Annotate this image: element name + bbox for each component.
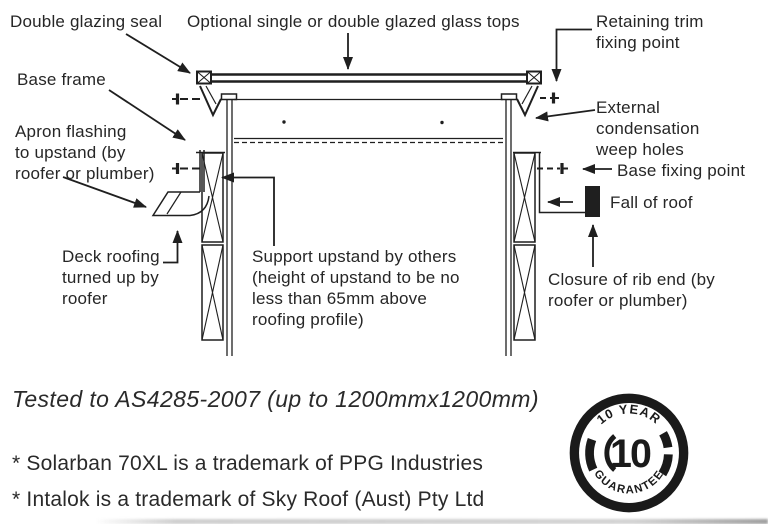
tested-standard-statement: Tested to AS4285-2007 (up to 1200mmx1200…: [12, 386, 539, 412]
guarantee-badge-seal: 10 YEAR GUARANTEE 10: [569, 393, 689, 513]
label-closure-rib-end: Closure of rib end (by roofer or plumber…: [548, 270, 715, 310]
support-upstand-right: [513, 151, 541, 341]
trademark-note-solarban: * Solarban 70XL is a trademark of PPG In…: [12, 452, 484, 475]
base-frame-rails: [234, 98, 503, 144]
diagram-structure: [62, 28, 612, 356]
badge-outer-ring: [569, 393, 689, 513]
label-glass-tops: Optional single or double glazed glass t…: [187, 12, 520, 31]
base-frame-right-leg: [500, 93, 518, 356]
retaining-trim-left: [199, 85, 222, 118]
support-upstand-left: [196, 151, 225, 341]
rib-end-closure: [538, 152, 600, 217]
label-base-fixing-point: Base fixing point: [617, 161, 746, 180]
label-base-frame: Base frame: [17, 70, 106, 89]
label-fall-of-roof: Fall of roof: [610, 193, 693, 212]
cropped-content-strip: [95, 519, 768, 524]
label-apron-flashing: Apron flashing to upstand (by roofer or …: [15, 122, 155, 183]
glass-panel: [211, 73, 527, 83]
skylight-cross-section-drawing: [62, 28, 612, 356]
label-weep-holes: External condensation weep holes: [596, 98, 700, 159]
trademark-note-intalok: * Intalok is a trademark of Sky Roof (Au…: [12, 488, 485, 511]
badge-number: 10: [610, 432, 651, 476]
label-deck-roofing: Deck roofing turned up by roofer: [62, 247, 160, 308]
retaining-trim-right: [516, 85, 539, 118]
label-support-upstand: Support upstand by others (height of ups…: [252, 247, 460, 329]
leader-arrows: [62, 28, 612, 267]
fixing-point-screws: [172, 92, 568, 174]
glazing-seal-left: [196, 70, 212, 85]
guarantee-badge: 10 YEAR GUARANTEE 10: [565, 389, 693, 517]
badge-arc-segments: [585, 431, 673, 477]
label-retaining-trim-fixing-point: Retaining trim fixing point: [596, 12, 704, 52]
apron-flashing-shape: [151, 150, 210, 217]
glazing-seal-right: [526, 70, 542, 85]
label-double-glazing-seal: Double glazing seal: [10, 12, 163, 31]
base-frame-left-leg: [220, 93, 238, 356]
